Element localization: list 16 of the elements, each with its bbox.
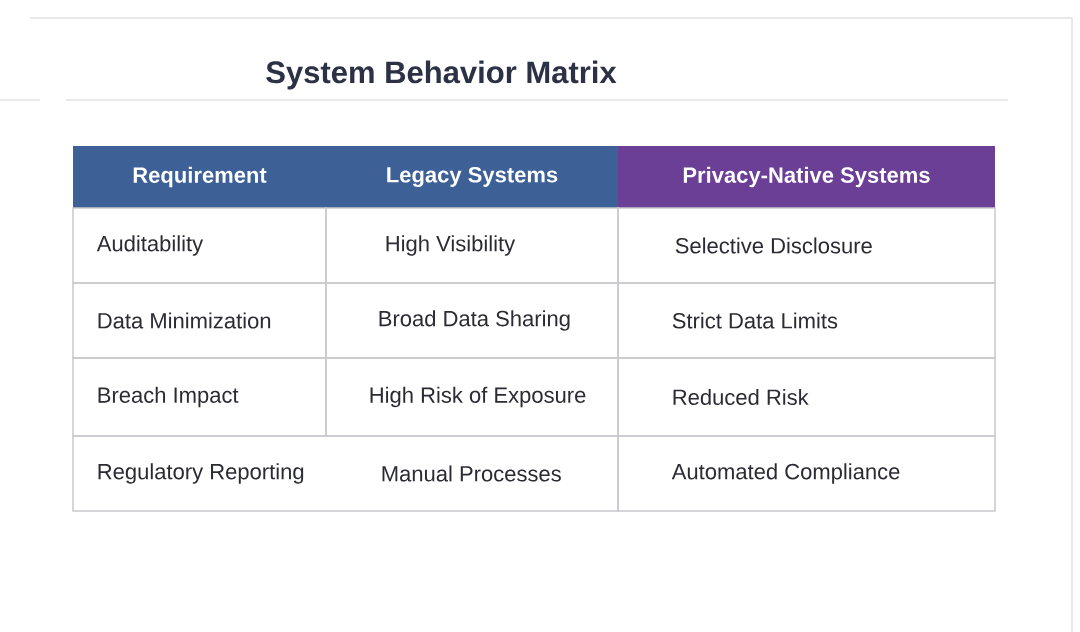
table-cell: Selective Disclosure	[617, 207, 996, 284]
table-cell: Regulatory Reporting	[72, 435, 327, 512]
table-cell: Broad Data Sharing	[325, 282, 619, 359]
title: System Behavior Matrix	[266, 60, 617, 90]
table-cell: Auditability	[72, 207, 327, 284]
header-cell: Privacy-Native Systems	[618, 146, 995, 208]
header-cell: Legacy Systems	[326, 146, 618, 208]
table-cell: Breach Impact	[72, 357, 327, 437]
table-cell: High Risk of Exposure	[325, 357, 619, 437]
header-cell: Requirement	[73, 146, 326, 208]
table-cell: Reduced Risk	[617, 357, 996, 437]
table-cell: High Visibility	[325, 207, 619, 284]
table-cell: Data Minimization	[72, 282, 327, 359]
table-cell: Strict Data Limits	[617, 282, 996, 359]
table-cell: Manual Processes	[325, 435, 619, 512]
table-cell: Automated Compliance	[617, 435, 996, 512]
